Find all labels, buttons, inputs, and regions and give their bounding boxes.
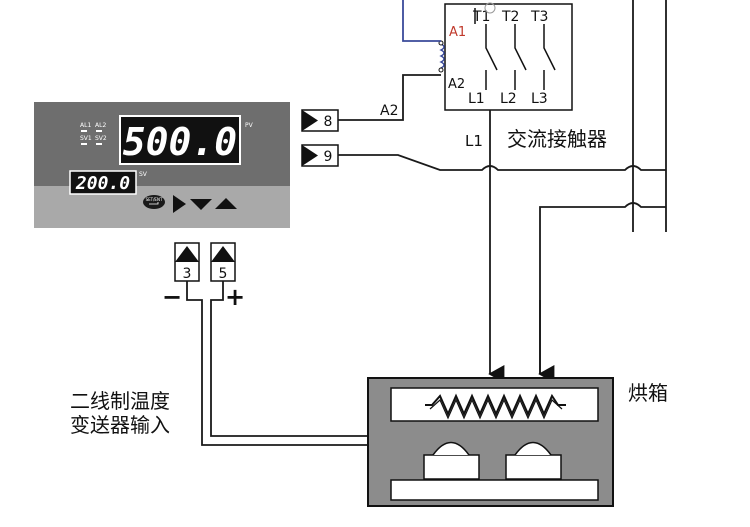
shift-right-icon[interactable] bbox=[173, 195, 186, 213]
terminal-5: 5 bbox=[210, 242, 236, 282]
terminal-3: 3 bbox=[174, 242, 200, 282]
wires bbox=[186, 0, 667, 450]
sv-tag: SV bbox=[139, 171, 148, 178]
coil-a1-label: A1 bbox=[449, 25, 466, 40]
indicator-al2: AL2 bbox=[95, 122, 106, 129]
arrow-up-icon[interactable] bbox=[215, 198, 237, 209]
wire-l1-label: L1 bbox=[465, 132, 483, 150]
svg-text:3: 3 bbox=[183, 266, 192, 282]
contactor-t1: T1 bbox=[472, 9, 490, 25]
sv-value: 200.0 bbox=[75, 173, 130, 194]
transmitter-label-line1: 二线制温度 bbox=[70, 389, 170, 413]
pv-tag: PV bbox=[245, 122, 254, 129]
plus-sign: + bbox=[225, 283, 245, 311]
pv-display bbox=[119, 115, 241, 165]
svg-text:9: 9 bbox=[324, 149, 333, 165]
pv-value: 500.0 bbox=[123, 120, 237, 164]
contactor-title: 交流接触器 bbox=[507, 127, 607, 151]
svg-text:8: 8 bbox=[324, 114, 333, 130]
terminal-9: 9 bbox=[301, 144, 339, 167]
contactor-t3: T3 bbox=[530, 9, 548, 25]
contactor-t2: T2 bbox=[501, 9, 519, 25]
temperature-controller: AL1 AL2 SV1 SV2 500.0 PV 200.0 SV SET/EN… bbox=[34, 102, 290, 228]
wire-a2-label: A2 bbox=[380, 103, 398, 119]
indicator-sv2: SV2 bbox=[95, 135, 107, 142]
minus-sign: − bbox=[162, 283, 182, 311]
sv-display bbox=[69, 170, 137, 195]
oven bbox=[367, 377, 614, 507]
contactor-l2: L2 bbox=[500, 91, 517, 107]
transmitter-label-line2: 变送器输入 bbox=[70, 413, 170, 437]
arrow-down-icon[interactable] bbox=[190, 199, 212, 210]
indicator-sv1: SV1 bbox=[80, 135, 92, 142]
set-ent-button[interactable]: SET/ENT bbox=[143, 195, 165, 209]
ac-contactor: T1 T2 T3 L1 L2 L3 A1 A2 bbox=[438, 2, 573, 111]
oven-title: 烘箱 bbox=[628, 381, 668, 405]
indicator-al1: AL1 bbox=[80, 122, 91, 129]
terminal-8: 8 bbox=[301, 109, 339, 132]
coil-symbol bbox=[439, 43, 445, 69]
coil-a2-label: A2 bbox=[448, 77, 465, 92]
contactor-l1: L1 bbox=[468, 91, 485, 107]
svg-text:SET/ENT: SET/ENT bbox=[146, 197, 163, 202]
contactor-l3: L3 bbox=[531, 91, 548, 107]
svg-text:5: 5 bbox=[219, 266, 228, 282]
